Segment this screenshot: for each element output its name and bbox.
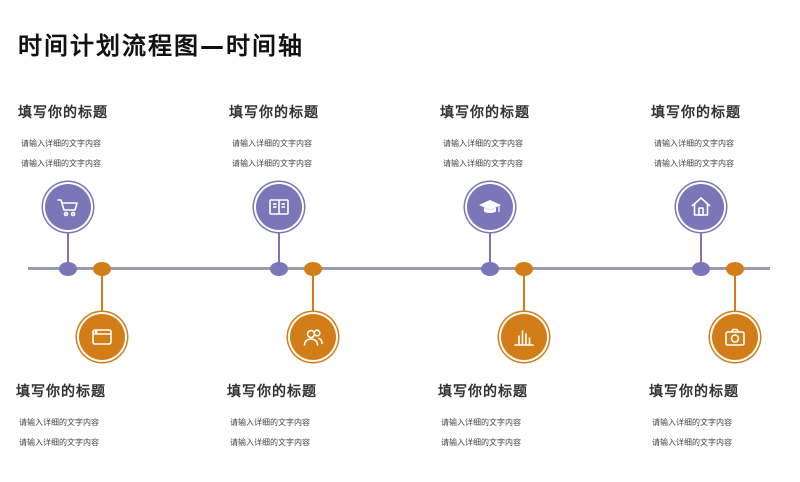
- timeline-dot-purple-2: [270, 262, 288, 276]
- milestone-icon-bottom-3: [501, 314, 547, 360]
- milestone-icon-top-2: [256, 184, 302, 230]
- milestone-desc-line: 请输入详细的文字内容: [443, 139, 523, 148]
- milestone-icon-top-4: [678, 184, 724, 230]
- milestone-desc-line: 请输入详细的文字内容: [232, 159, 312, 168]
- milestone-title: 填写你的标题: [438, 384, 528, 400]
- timeline-dot-purple-1: [59, 262, 77, 276]
- milestone-title: 填写你的标题: [227, 384, 317, 400]
- milestone-desc-line: 请输入详细的文字内容: [654, 139, 734, 148]
- camera-icon: [725, 328, 745, 346]
- timeline-axis: [28, 267, 770, 270]
- milestone-desc-line: 请输入详细的文字内容: [654, 159, 734, 168]
- milestone-desc-line: 请输入详细的文字内容: [21, 139, 101, 148]
- connector-bottom-2: [312, 274, 314, 314]
- milestone-desc-line: 请输入详细的文字内容: [230, 438, 310, 447]
- milestone-desc-line: 请输入详细的文字内容: [232, 139, 312, 148]
- milestone-text-bottom-1: 填写你的标题 请输入详细的文字内容 请输入详细的文字内容: [16, 381, 166, 448]
- connector-bottom-3: [523, 274, 525, 314]
- milestone-text-bottom-3: 填写你的标题 请输入详细的文字内容 请输入详细的文字内容: [438, 381, 588, 448]
- milestone-icon-bottom-4: [712, 314, 758, 360]
- milestone-title: 填写你的标题: [651, 105, 741, 121]
- timeline-dot-orange-4: [726, 262, 744, 276]
- milestone-desc-line: 请输入详细的文字内容: [19, 418, 99, 427]
- timeline-dot-orange-2: [304, 262, 322, 276]
- milestone-title: 填写你的标题: [649, 384, 739, 400]
- milestone-text-top-1: 填写你的标题 请输入详细的文字内容 请输入详细的文字内容: [18, 102, 168, 169]
- milestone-title: 填写你的标题: [440, 105, 530, 121]
- milestone-desc-line: 请输入详细的文字内容: [652, 438, 732, 447]
- milestone-desc-line: 请输入详细的文字内容: [441, 418, 521, 427]
- milestone-desc-line: 请输入详细的文字内容: [19, 438, 99, 447]
- milestone-text-top-4: 填写你的标题 请输入详细的文字内容 请输入详细的文字内容: [651, 102, 800, 169]
- milestone-text-top-3: 填写你的标题 请输入详细的文字内容 请输入详细的文字内容: [440, 102, 590, 169]
- graduation-cap-icon: [479, 200, 501, 213]
- milestone-text-bottom-4: 填写你的标题 请输入详细的文字内容 请输入详细的文字内容: [649, 381, 799, 448]
- timeline-dot-purple-4: [692, 262, 710, 276]
- home-icon: [691, 197, 711, 216]
- bar-chart-icon: [514, 330, 534, 346]
- connector-top-4: [700, 228, 702, 264]
- milestone-icon-bottom-1: [79, 314, 125, 360]
- timeline-dot-orange-1: [93, 262, 111, 276]
- milestone-desc-line: 请输入详细的文字内容: [441, 438, 521, 447]
- connector-bottom-1: [101, 274, 103, 314]
- connector-bottom-4: [734, 274, 736, 314]
- milestone-title: 填写你的标题: [16, 384, 106, 400]
- milestone-icon-top-3: [467, 184, 513, 230]
- milestone-title: 填写你的标题: [18, 105, 108, 121]
- milestone-desc-line: 请输入详细的文字内容: [230, 418, 310, 427]
- milestone-desc-line: 请输入详细的文字内容: [443, 159, 523, 168]
- connector-top-3: [489, 228, 491, 264]
- page-title: 时间计划流程图—时间轴: [18, 32, 304, 60]
- timeline-dot-orange-3: [515, 262, 533, 276]
- milestone-desc-line: 请输入详细的文字内容: [21, 159, 101, 168]
- browser-window-icon: [92, 329, 112, 345]
- timeline-dot-purple-3: [481, 262, 499, 276]
- milestone-text-bottom-2: 填写你的标题 请输入详细的文字内容 请输入详细的文字内容: [227, 381, 377, 448]
- shopping-cart-icon: [57, 199, 78, 217]
- milestone-icon-bottom-2: [290, 314, 336, 360]
- users-icon: [303, 329, 323, 346]
- milestone-text-top-2: 填写你的标题 请输入详细的文字内容 请输入详细的文字内容: [229, 102, 379, 169]
- connector-top-2: [278, 228, 280, 264]
- milestone-title: 填写你的标题: [229, 105, 319, 121]
- book-icon: [269, 199, 289, 215]
- milestone-desc-line: 请输入详细的文字内容: [652, 418, 732, 427]
- milestone-icon-top-1: [45, 184, 91, 230]
- connector-top-1: [67, 228, 69, 264]
